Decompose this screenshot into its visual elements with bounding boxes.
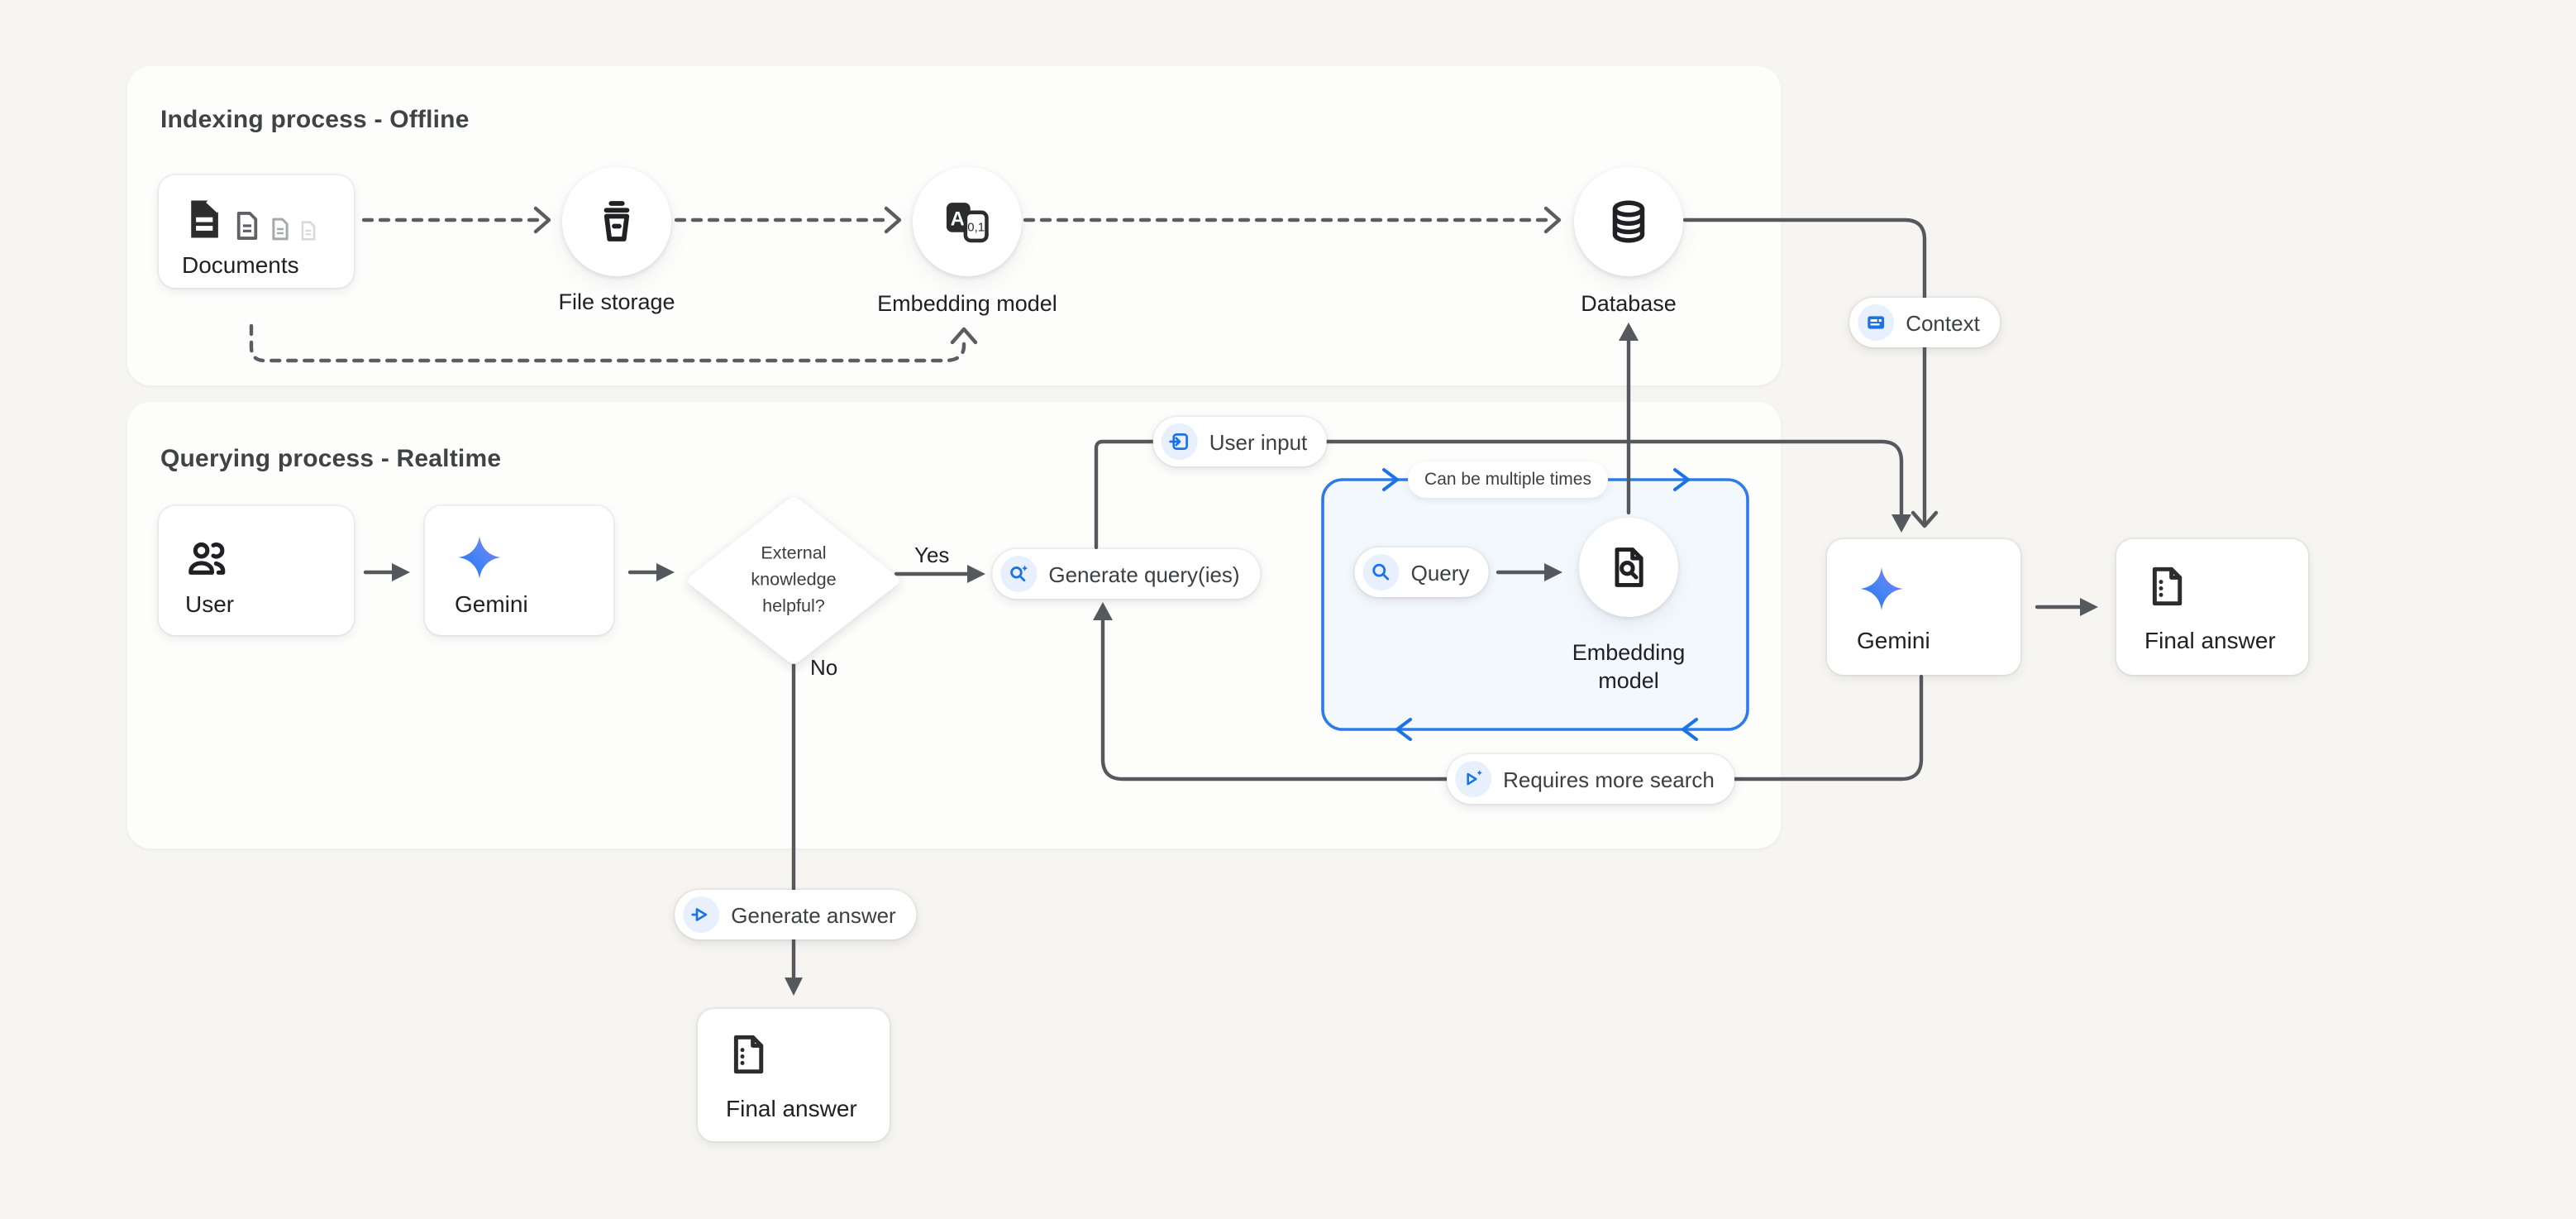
- play-spark-icon: [1455, 761, 1491, 797]
- edge-gemini-finalanswer: [2037, 598, 2098, 616]
- document-icon: [268, 217, 293, 241]
- gemini-star-icon: [1857, 564, 1906, 614]
- decision-label: External knowledge helpful?: [703, 540, 885, 620]
- translate-embedding-icon: A 0,1: [941, 195, 994, 248]
- document-icon: [182, 197, 227, 241]
- document-icon: [298, 220, 319, 241]
- context-icon: [1858, 304, 1894, 341]
- requires-more-search-label: Requires more search: [1503, 767, 1715, 791]
- embedding-model-offline-label: Embedding model: [877, 291, 1057, 316]
- search-icon: [1363, 554, 1400, 590]
- file-storage-node: [562, 167, 671, 276]
- no-edge-label: No: [810, 655, 837, 680]
- svg-text:A: A: [951, 208, 965, 230]
- embedding-model-realtime-label: Embedding model: [1572, 638, 1686, 695]
- final-answer-bottom-node: Final answer: [698, 1009, 890, 1141]
- search-spark-icon: [1000, 556, 1037, 592]
- gemini-star-icon: [455, 533, 504, 582]
- final-answer-right-node: Final answer: [2116, 539, 2308, 675]
- documents-node: Documents: [159, 175, 354, 288]
- loop-note-pill: Can be multiple times: [1408, 461, 1608, 498]
- database-label: Database: [1581, 291, 1677, 316]
- user-node: User: [159, 506, 354, 635]
- context-pill: Context: [1849, 298, 2000, 347]
- requires-more-search-pill: Requires more search: [1447, 754, 1734, 804]
- send-icon: [683, 896, 719, 933]
- gemini-answer-node: Gemini: [1827, 539, 2020, 675]
- database-icon: [1604, 197, 1653, 246]
- user-input-pill: User input: [1153, 417, 1328, 466]
- document-search-icon: [1605, 544, 1652, 590]
- input-icon: [1162, 423, 1198, 460]
- generate-queries-pill: Generate query(ies): [992, 549, 1259, 599]
- bucket-icon: [592, 197, 642, 246]
- embedding-model-realtime-node: [1579, 518, 1678, 617]
- database-node: [1574, 167, 1683, 276]
- indexing-panel-title: Indexing process - Offline: [160, 106, 470, 134]
- embedding-model-offline-node: A 0,1: [913, 167, 1022, 276]
- generate-answer-label: Generate answer: [731, 902, 895, 927]
- querying-panel-title: Querying process - Realtime: [160, 445, 501, 473]
- query-pill: Query: [1355, 547, 1490, 597]
- final-answer-right-label: Final answer: [2144, 627, 2276, 653]
- svg-text:0,1: 0,1: [967, 221, 985, 235]
- document-icon: [231, 210, 263, 241]
- context-label: Context: [1906, 310, 1980, 335]
- users-icon: [185, 536, 231, 582]
- final-answer-doc-icon: [726, 1032, 770, 1077]
- documents-label: Documents: [182, 251, 299, 278]
- query-label: Query: [1411, 560, 1470, 585]
- yes-edge-label: Yes: [914, 543, 949, 567]
- user-input-label: User input: [1209, 429, 1308, 454]
- gemini-query-label: Gemini: [455, 590, 528, 617]
- generate-queries-label: Generate query(ies): [1048, 562, 1239, 586]
- file-storage-label: File storage: [558, 289, 675, 314]
- gemini-answer-label: Gemini: [1857, 627, 1930, 653]
- generate-answer-pill: Generate answer: [675, 890, 915, 939]
- gemini-query-node: Gemini: [425, 506, 613, 635]
- final-answer-bottom-label: Final answer: [726, 1095, 857, 1121]
- final-answer-doc-icon: [2144, 564, 2189, 609]
- user-label: User: [185, 590, 234, 617]
